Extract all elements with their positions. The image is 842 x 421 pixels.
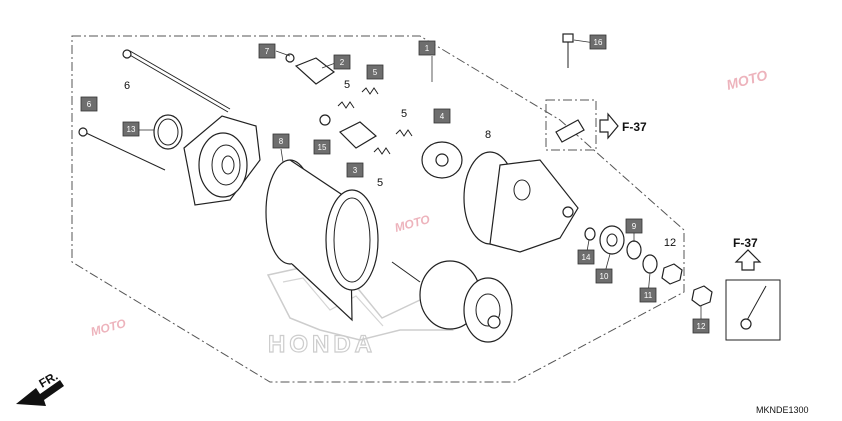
callout-8b: 8	[485, 129, 491, 141]
callout-8a: 8	[272, 133, 290, 149]
callout-15: 15	[313, 139, 331, 155]
callout-15-box	[313, 139, 331, 155]
callout-9-label: 9	[632, 222, 637, 231]
callout-4: 4	[433, 108, 451, 124]
ref-arrow-right	[599, 112, 619, 140]
callout-5d-label: 5	[377, 177, 383, 189]
callout-3-box	[346, 162, 364, 178]
callout-10-label: 10	[600, 272, 609, 281]
brush-spring-1	[361, 87, 379, 95]
brush-spring-3	[395, 129, 413, 137]
overrunning-clutch	[599, 225, 625, 255]
callout-6b-label: 6	[87, 100, 92, 109]
rear-cover-bracket	[463, 151, 579, 253]
front-cover	[183, 115, 261, 206]
bracket-bolt	[562, 33, 574, 68]
callout-8a-box	[272, 133, 290, 149]
callout-1: 1	[418, 40, 436, 56]
armature	[391, 260, 513, 343]
callout-15-label: 15	[318, 143, 327, 152]
brush-spring-4	[373, 147, 391, 155]
ref-arrow-up	[734, 249, 762, 271]
callout-4-box	[433, 108, 451, 124]
flange-nut-upper	[661, 263, 683, 285]
callout-1-label: 1	[425, 44, 430, 53]
callout-12b-box	[692, 318, 710, 334]
callout-5b: 5	[344, 79, 350, 91]
callout-3-label: 3	[353, 166, 358, 175]
callout-11-box	[639, 287, 657, 303]
callout-14: 14	[577, 249, 595, 265]
moto-watermark-3: MOTO	[89, 316, 128, 339]
callout-8a-label: 8	[279, 137, 284, 146]
ref-f37-right-label: F-37	[622, 120, 647, 134]
callout-16-box	[589, 34, 607, 50]
assembly-outline	[71, 35, 685, 383]
callout-16: 16	[589, 34, 607, 50]
honda-wing-watermark: HONDA	[266, 267, 454, 359]
flange-nut-lower	[691, 285, 713, 307]
callout-7-box	[258, 43, 276, 59]
ref-f37-inset-label: F-37	[733, 236, 758, 250]
callout-5a-box	[366, 64, 384, 80]
moto-watermark-1: MOTO	[725, 67, 770, 93]
callout-7: 7	[258, 43, 276, 59]
terminal-inset	[725, 279, 781, 341]
seal-ring	[642, 254, 658, 274]
cable-clip-inset	[545, 99, 597, 151]
callout-7-label: 7	[265, 47, 270, 56]
callout-2-box	[333, 54, 351, 70]
callout-13-label: 13	[127, 125, 136, 134]
callout-13-box	[122, 121, 140, 137]
callout-16-label: 16	[594, 38, 603, 47]
callout-1-box	[418, 40, 436, 56]
long-bolt-upper	[122, 49, 231, 113]
callout-14-label: 14	[582, 253, 591, 262]
callout-5a-label: 5	[373, 68, 378, 77]
motor-yoke	[265, 159, 379, 322]
svg-text:HONDA: HONDA	[268, 331, 376, 358]
moto-watermark-2: MOTO	[393, 212, 432, 235]
brush-holder	[285, 53, 378, 149]
callout-3: 3	[346, 162, 364, 178]
diagram-code: MKNDE1300	[756, 405, 809, 415]
washer	[626, 240, 642, 260]
callout-5b-label: 5	[344, 79, 350, 91]
callout-10: 10	[595, 268, 613, 284]
callout-2: 2	[333, 54, 351, 70]
callout-8b-label: 8	[485, 129, 491, 141]
callout-5c: 5	[401, 108, 407, 120]
callout-9: 9	[625, 218, 643, 234]
callout-14-box	[577, 249, 595, 265]
front-direction-arrow	[16, 380, 64, 406]
callout-6a-label: 6	[124, 80, 130, 92]
callout-11: 11	[639, 287, 657, 303]
callout-12a-label: 12	[664, 237, 676, 249]
callout-6a: 6	[124, 80, 130, 92]
callout-5d: 5	[377, 177, 383, 189]
callout-2-label: 2	[340, 58, 345, 67]
circlip	[584, 227, 596, 241]
callout-11-label: 11	[644, 291, 653, 300]
callout-9-box	[625, 218, 643, 234]
brush-spring-2	[337, 101, 355, 109]
callout-6b: 6	[80, 96, 98, 112]
rubber-damper	[421, 141, 463, 179]
callout-10-box	[595, 268, 613, 284]
callout-12b-label: 12	[697, 322, 706, 331]
callout-4-label: 4	[440, 112, 445, 121]
callout-5a: 5	[366, 64, 384, 80]
callout-6b-box	[80, 96, 98, 112]
callout-12b: 12	[692, 318, 710, 334]
long-bolt-lower	[78, 127, 166, 171]
callout-13: 13	[122, 121, 140, 137]
callout-12a: 12	[664, 237, 676, 249]
callout-5c-label: 5	[401, 108, 407, 120]
